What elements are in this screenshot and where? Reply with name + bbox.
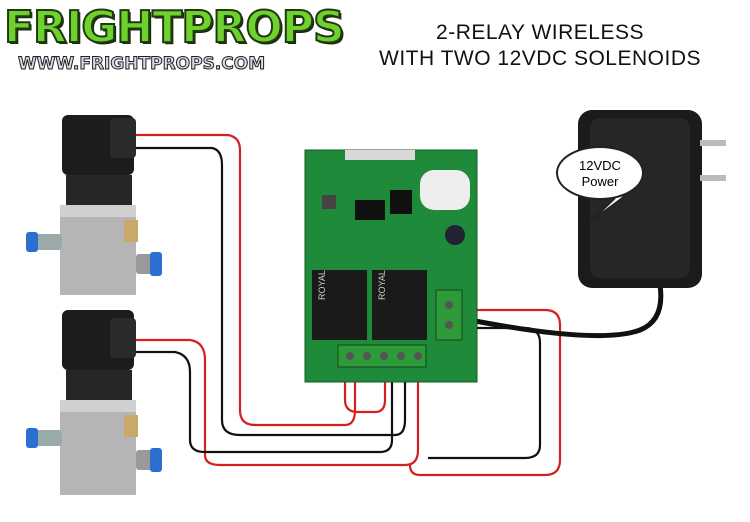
solenoid-2 <box>26 310 162 495</box>
relay-1-label: ROYAL <box>317 270 327 300</box>
solenoid2-black-wire <box>135 350 394 454</box>
diagram-title: 2-RELAY WIRELESS WITH TWO 12VDC SOLENOID… <box>340 20 740 72</box>
power-terminal <box>435 289 463 341</box>
title-line-1: 2-RELAY WIRELESS <box>436 21 644 44</box>
solenoid1-red-wire <box>135 133 357 427</box>
title-line-2: WITH TWO 12VDC SOLENOIDS <box>379 47 701 70</box>
relay-2-label: ROYAL <box>377 270 387 300</box>
solenoid2-red-wire <box>135 338 420 467</box>
wires <box>135 133 562 477</box>
solenoid1-black-wire <box>135 146 407 437</box>
frightprops-logo: FRIGHTPROPS WWW.FRIGHTPROPS.COM <box>3 1 346 78</box>
adapter-cord <box>469 284 664 339</box>
power-red-wire <box>408 308 562 477</box>
power-callout: 12VDC Power <box>556 146 644 200</box>
relay-2 <box>372 270 427 340</box>
logo-url: WWW.FRIGHTPROPS.COM <box>17 54 266 75</box>
relay-1 <box>312 270 367 340</box>
solenoid-1 <box>26 115 162 295</box>
callout-pointer <box>589 195 626 223</box>
callout-line-2: Power <box>581 174 619 189</box>
relay-board: ROYAL ROYAL <box>304 149 478 383</box>
logo-name: FRIGHTPROPS <box>3 1 346 54</box>
callout-line-1: 12VDC <box>579 158 621 173</box>
relay-jumper-wire <box>343 365 387 414</box>
